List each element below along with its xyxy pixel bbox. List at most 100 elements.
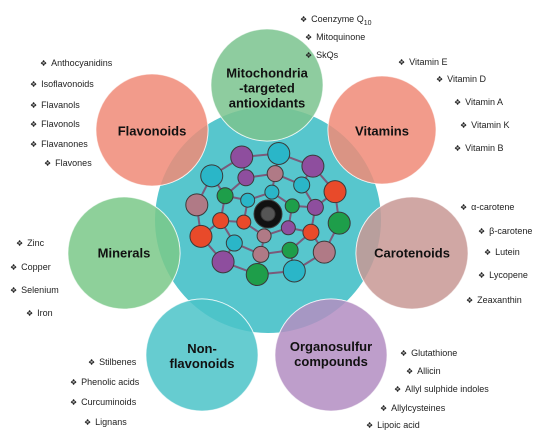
item-label-car: ❖α-carotene [460, 202, 514, 213]
item-text: Flavanols [41, 100, 80, 110]
item-label-vit: ❖Vitamin E [398, 57, 448, 68]
category-circle-overlap-car [356, 197, 468, 309]
bullet-icon: ❖ [460, 121, 468, 130]
network-node [212, 212, 230, 230]
bullet-icon: ❖ [10, 286, 18, 295]
item-label-car: ❖Zeaxanthin [466, 295, 522, 306]
bullet-icon: ❖ [30, 80, 38, 89]
bullet-icon: ❖ [484, 248, 492, 257]
category-circle-fla [95, 73, 209, 187]
network-node [323, 180, 347, 204]
item-text: Selenium [21, 285, 59, 295]
item-label-fla: ❖Isoflavonoids [30, 79, 94, 90]
item-text: Vitamin K [471, 120, 510, 130]
category-circle-org [274, 298, 388, 412]
bullet-icon: ❖ [30, 120, 38, 129]
bullet-icon: ❖ [406, 367, 414, 376]
item-label-car: ❖β-carotene [478, 226, 532, 237]
network-node [281, 241, 299, 259]
item-label-org: ❖Lipoic acid [366, 420, 420, 431]
item-text: Lipoic acid [377, 420, 420, 430]
category-title-line: Carotenoids [374, 245, 450, 261]
network-node [230, 145, 254, 169]
item-label-min: ❖Copper [10, 262, 51, 273]
bullet-icon: ❖ [30, 101, 38, 110]
network-node [225, 234, 243, 252]
item-text: Vitamin A [465, 97, 504, 107]
bullet-icon: ❖ [84, 418, 92, 427]
item-text: Anthocyanidins [51, 58, 113, 68]
item-label-nonf: ❖Lignans [84, 417, 127, 428]
item-label-mito: ❖Coenzyme Q10 [300, 14, 372, 29]
item-text: Vitamin B [465, 143, 504, 153]
category-circle-car [355, 196, 469, 310]
item-label-org: ❖Allicin [406, 366, 441, 377]
bullet-icon: ❖ [454, 98, 462, 107]
item-text: Flavanones [41, 139, 88, 149]
item-label-vit: ❖Vitamin K [460, 120, 510, 131]
category-circle-min [67, 196, 181, 310]
category-title-line: Minerals [97, 245, 151, 261]
item-text: Lycopene [489, 270, 528, 280]
network-node [211, 250, 235, 274]
item-text: SkQs [316, 50, 339, 60]
bullet-icon: ❖ [478, 227, 486, 236]
category-title-minerals: Minerals [98, 246, 151, 261]
network-node [293, 176, 311, 194]
bullet-icon: ❖ [40, 59, 48, 68]
category-title-line: antioxidants [228, 95, 306, 111]
bullet-icon: ❖ [366, 421, 374, 430]
item-label-car: ❖Lycopene [478, 270, 528, 281]
network-node [312, 240, 336, 264]
category-circle-nonf [145, 298, 259, 412]
bullet-icon: ❖ [305, 33, 313, 42]
item-text: Curcuminoids [81, 397, 137, 407]
item-text: Glutathione [411, 348, 458, 358]
network-node [284, 198, 300, 214]
network-node [185, 193, 209, 217]
item-text: α-carotene [471, 202, 515, 212]
category-circle-mito [210, 28, 324, 142]
item-label-fla: ❖Flavanones [30, 139, 88, 150]
category-title-line: Organosulfur [289, 339, 373, 354]
item-text: Flavones [55, 158, 92, 168]
network-node [264, 184, 280, 200]
network-node [200, 164, 224, 188]
bullet-icon: ❖ [460, 203, 468, 212]
item-label-fla: ❖Flavonols [30, 119, 80, 130]
bullet-icon: ❖ [44, 159, 52, 168]
item-label-org: ❖Allylcysteines [380, 403, 445, 414]
network-node [252, 245, 270, 263]
item-text: Lutein [495, 247, 520, 257]
network-node [256, 228, 272, 244]
network-node [266, 165, 284, 183]
network-node [245, 263, 269, 287]
item-label-nonf: ❖Stilbenes [88, 357, 136, 368]
network-node [189, 224, 213, 248]
bullet-icon: ❖ [30, 140, 38, 149]
bullet-icon: ❖ [26, 309, 34, 318]
item-label-fla: ❖Anthocyanidins [40, 58, 112, 69]
bullet-icon: ❖ [380, 404, 388, 413]
network-node [301, 154, 325, 178]
item-text: Copper [21, 262, 51, 272]
item-text: Phenolic acids [81, 377, 140, 387]
category-title-vitamins: Vitamins [355, 124, 409, 139]
item-text: Iron [37, 308, 53, 318]
molecular-network-graphic [185, 141, 351, 287]
network-node [237, 169, 255, 187]
item-text: Coenzyme Q10 [311, 14, 372, 27]
category-circle-overlap-min [68, 197, 180, 309]
item-text: Allyl sulphide indoles [405, 384, 489, 394]
item-text: Mitoquinone [316, 32, 366, 42]
item-text: Allylcysteines [391, 403, 446, 413]
network-node [327, 211, 351, 235]
category-circle-overlap-mito [211, 29, 323, 141]
item-label-min: ❖Selenium [10, 285, 59, 296]
network-node [302, 223, 320, 241]
item-label-vit: ❖Vitamin B [454, 143, 504, 154]
bullet-icon: ❖ [400, 349, 408, 358]
item-label-min: ❖Zinc [16, 238, 44, 249]
